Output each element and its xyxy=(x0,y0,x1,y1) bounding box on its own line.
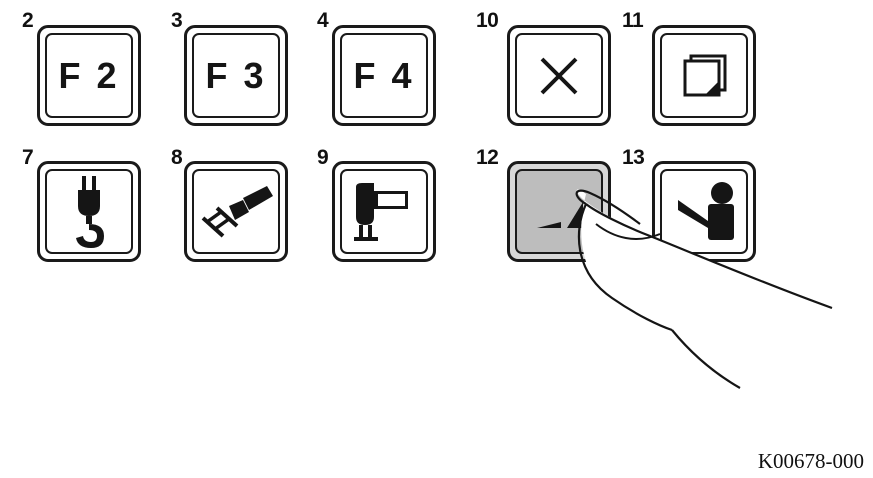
key-number-3: 3 xyxy=(171,9,183,32)
f3-key[interactable]: F 3 xyxy=(184,25,288,126)
pages-key[interactable] xyxy=(652,25,756,126)
close-key[interactable] xyxy=(507,25,611,126)
crane-hook-icon xyxy=(76,175,104,248)
f4-key[interactable]: F 4 xyxy=(332,25,436,126)
crane-hook-key[interactable] xyxy=(37,161,141,262)
selected-key[interactable] xyxy=(507,161,611,262)
boom-arm-icon xyxy=(201,185,273,237)
operator-key[interactable] xyxy=(652,161,756,262)
key-number-12: 12 xyxy=(476,146,499,169)
f2-key[interactable]: F 2 xyxy=(37,25,141,126)
key-number-10: 10 xyxy=(476,9,499,32)
key-number-11: 11 xyxy=(622,9,644,32)
key-number-2: 2 xyxy=(22,9,34,32)
f3-key-label: F 3 xyxy=(205,54,267,96)
f4-key-label: F 4 xyxy=(353,54,415,96)
key-number-13: 13 xyxy=(622,146,645,169)
figure-reference-code: K00678-000 xyxy=(757,449,864,473)
close-x-icon xyxy=(540,57,578,94)
key-number-7: 7 xyxy=(22,146,34,169)
boom-arm-key[interactable] xyxy=(184,161,288,262)
key-number-4: 4 xyxy=(317,9,329,32)
selected-key-icon xyxy=(537,201,583,228)
key-number-9: 9 xyxy=(317,146,329,169)
key-number-8: 8 xyxy=(171,146,183,169)
operator-icon xyxy=(678,181,734,240)
pages-icon xyxy=(683,54,727,96)
machine-tool-key[interactable] xyxy=(332,161,436,262)
f2-key-label: F 2 xyxy=(58,54,120,96)
machine-tool-icon xyxy=(354,182,408,241)
